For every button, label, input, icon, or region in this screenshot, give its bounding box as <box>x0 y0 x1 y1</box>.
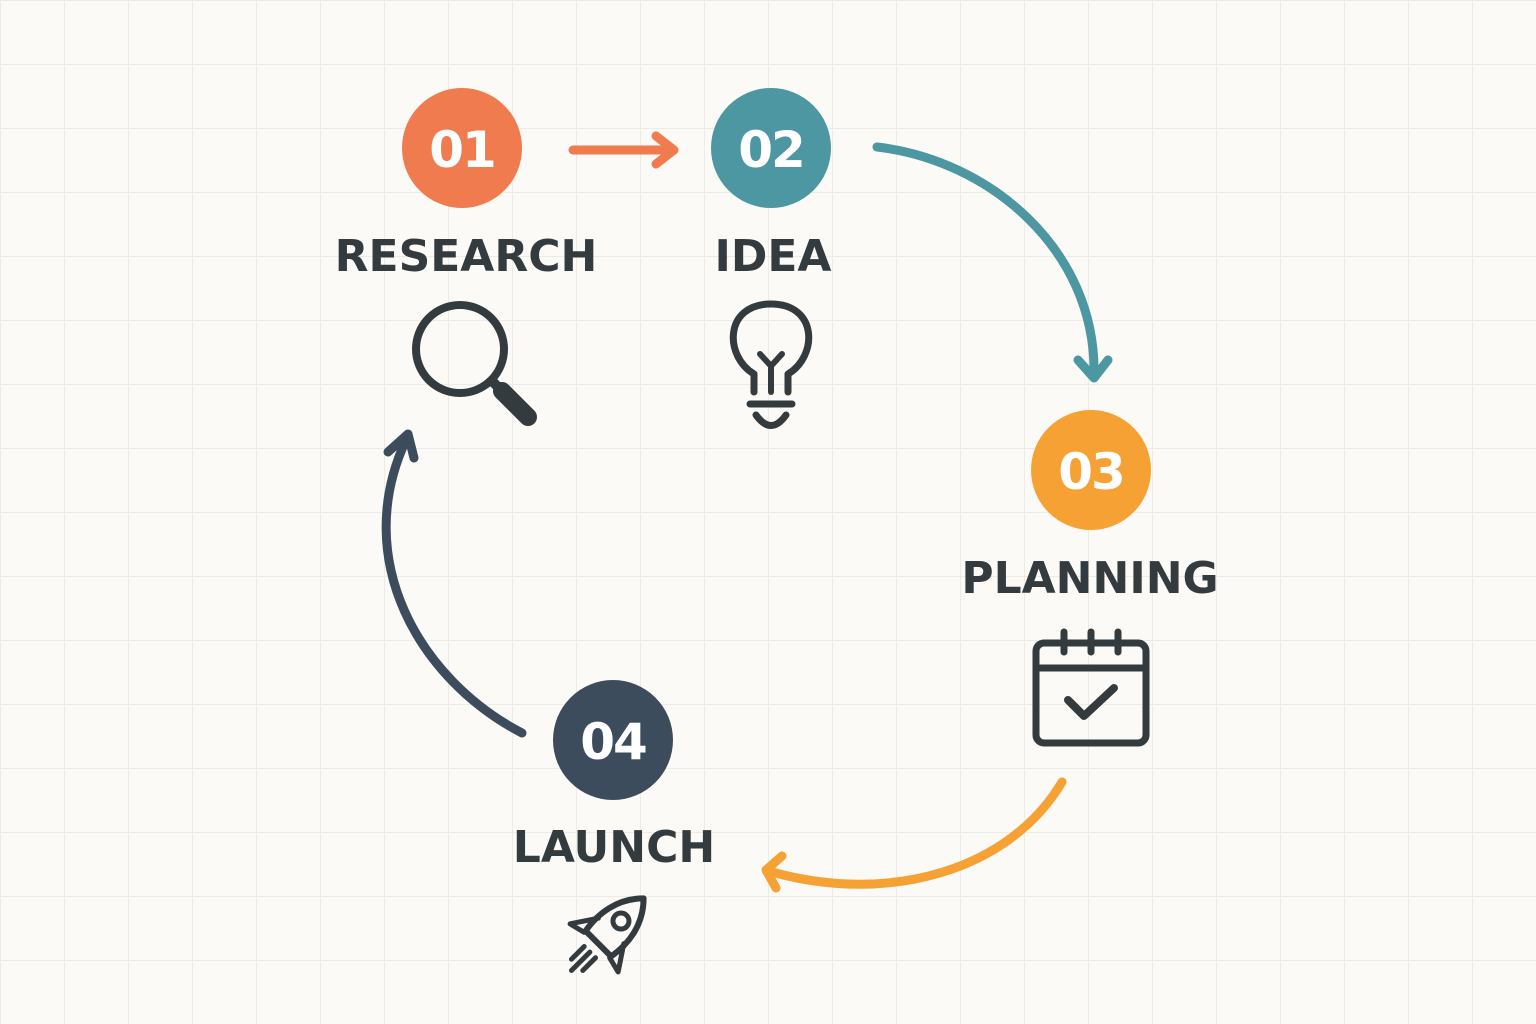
step-number-planning: 03 <box>1058 443 1124 501</box>
step-idea: 02 IDEA <box>711 88 832 429</box>
step-label-launch: LAUNCH <box>513 822 715 873</box>
step-number-idea: 02 <box>738 121 804 179</box>
arrow-research-to-idea <box>568 131 679 169</box>
step-planning: 03 PLANNING <box>961 410 1219 747</box>
step-badge-idea <box>711 88 831 208</box>
rocket-icon <box>567 895 647 975</box>
step-badge-research <box>402 88 522 208</box>
step-label-idea: IDEA <box>714 231 831 282</box>
arrow-launch-to-research <box>381 429 527 738</box>
step-number-research: 01 <box>429 121 495 179</box>
step-launch: 04 LAUNCH <box>513 680 715 975</box>
step-number-launch: 04 <box>580 713 646 771</box>
magnifier-icon <box>412 301 537 426</box>
step-label-research: RESEARCH <box>335 231 598 282</box>
step-research: 01 RESEARCH <box>335 88 598 426</box>
step-label-planning: PLANNING <box>961 553 1218 604</box>
arrow-idea-to-planning <box>872 142 1113 383</box>
step-badge-launch <box>553 680 673 800</box>
arrow-planning-to-launch <box>761 777 1067 893</box>
lightbulb-icon <box>729 300 813 429</box>
calendar-check-icon <box>1032 628 1150 747</box>
step-badge-planning <box>1031 410 1151 530</box>
